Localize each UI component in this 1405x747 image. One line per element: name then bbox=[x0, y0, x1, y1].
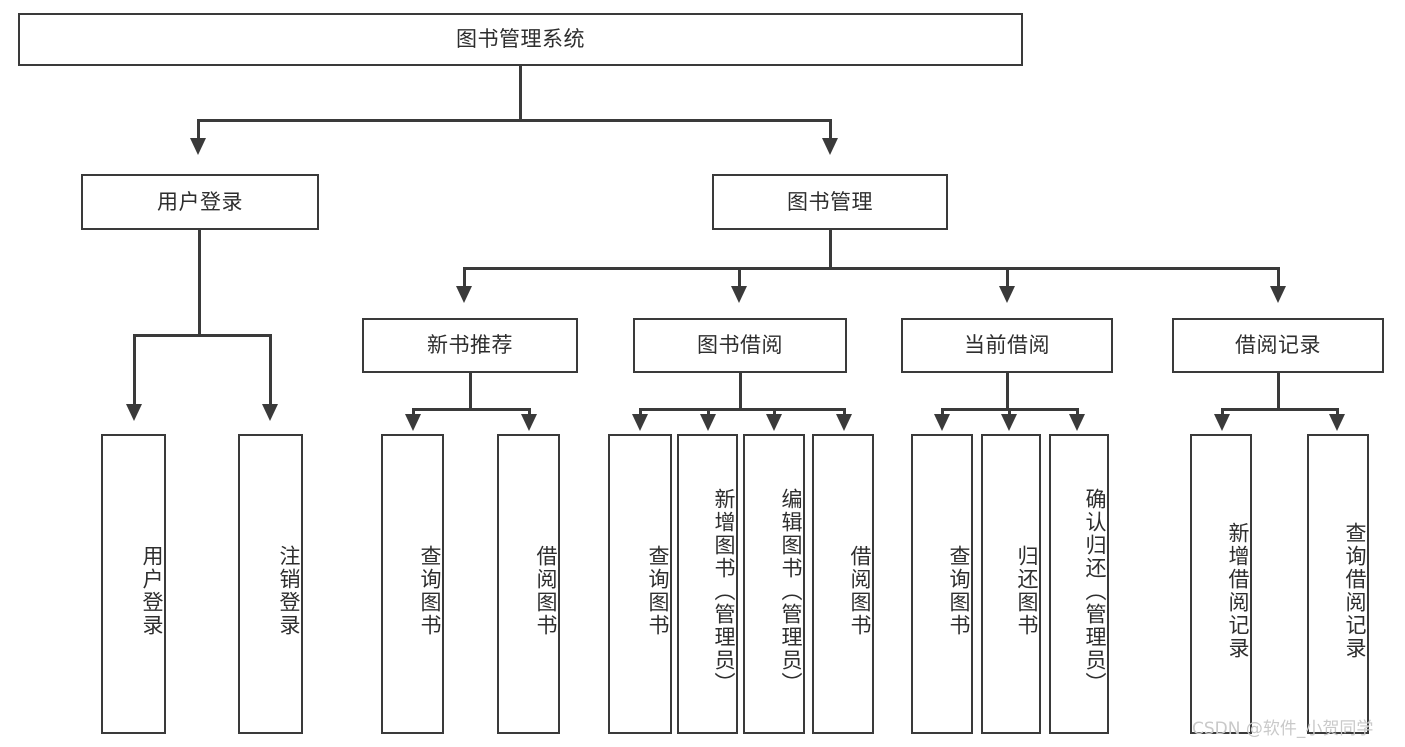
node-label: 借阅记录 bbox=[1235, 333, 1321, 358]
connector-borrow-record-bus bbox=[1221, 408, 1338, 411]
node-leaf-add-record[interactable]: 新增借阅记录 bbox=[1190, 434, 1252, 734]
node-label: 查询借阅记录 bbox=[1343, 522, 1367, 660]
arrowhead-leaf-borrow-book-1 bbox=[521, 414, 537, 431]
connector-user-login-to-leaf-1 bbox=[133, 334, 136, 406]
connector-bm-to-borrow-record bbox=[1277, 267, 1280, 289]
node-label: 查询图书 bbox=[418, 545, 442, 637]
node-label: 借阅图书 bbox=[534, 545, 558, 637]
arrowhead-book-borrow bbox=[731, 286, 747, 303]
arrowhead-leaf-query-book-2 bbox=[632, 414, 648, 431]
arrowhead-leaf-confirm-return bbox=[1069, 414, 1085, 431]
node-label: 新增借阅记录 bbox=[1226, 522, 1250, 660]
arrowhead-book-management bbox=[822, 138, 838, 155]
node-leaf-query-book-3[interactable]: 查询图书 bbox=[911, 434, 973, 734]
node-label: 查询图书 bbox=[646, 545, 670, 637]
connector-root-to-user-login bbox=[197, 119, 200, 141]
connector-current-borrow-stem bbox=[1006, 373, 1009, 411]
node-label: 图书借阅 bbox=[697, 333, 783, 358]
connector-book-borrow-stem bbox=[739, 373, 742, 411]
arrowhead-current-borrow bbox=[999, 286, 1015, 303]
node-current-borrow[interactable]: 当前借阅 bbox=[901, 318, 1113, 373]
arrowhead-leaf-add-book bbox=[700, 414, 716, 431]
arrowhead-new-book-recommend bbox=[456, 286, 472, 303]
connector-root-bus bbox=[197, 119, 832, 122]
node-label: 用户登录 bbox=[157, 189, 243, 214]
node-label: 归还图书 bbox=[1015, 545, 1039, 637]
node-label: 编辑图书（管理员） bbox=[779, 487, 803, 695]
node-leaf-edit-book[interactable]: 编辑图书（管理员） bbox=[743, 434, 805, 734]
connector-bm-to-book-borrow bbox=[738, 267, 741, 289]
arrowhead-leaf-user-login bbox=[126, 404, 142, 421]
node-leaf-query-book-1[interactable]: 查询图书 bbox=[381, 434, 444, 734]
connector-user-login-stem bbox=[198, 230, 201, 336]
node-label: 当前借阅 bbox=[964, 333, 1050, 358]
connector-book-borrow-bus bbox=[639, 408, 845, 411]
connector-root-to-book-management bbox=[829, 119, 832, 141]
node-label: 图书管理 bbox=[787, 189, 873, 214]
connector-root-stem bbox=[519, 66, 522, 121]
node-user-login[interactable]: 用户登录 bbox=[81, 174, 319, 230]
arrowhead-leaf-borrow-book-2 bbox=[836, 414, 852, 431]
connector-user-login-bus bbox=[133, 334, 271, 337]
connector-user-login-to-leaf-2 bbox=[269, 334, 272, 406]
node-book-borrow[interactable]: 图书借阅 bbox=[633, 318, 847, 373]
connector-bm-to-new-book bbox=[463, 267, 466, 289]
connector-borrow-record-stem bbox=[1277, 373, 1280, 411]
arrowhead-leaf-logout bbox=[262, 404, 278, 421]
node-leaf-user-login[interactable]: 用户登录 bbox=[101, 434, 166, 734]
node-leaf-query-book-2[interactable]: 查询图书 bbox=[608, 434, 672, 734]
node-borrow-record[interactable]: 借阅记录 bbox=[1172, 318, 1384, 373]
node-leaf-confirm-return[interactable]: 确认归还（管理员） bbox=[1049, 434, 1109, 734]
arrowhead-leaf-query-book-1 bbox=[405, 414, 421, 431]
arrowhead-leaf-return-book bbox=[1001, 414, 1017, 431]
node-label: 借阅图书 bbox=[848, 545, 872, 637]
node-root-system[interactable]: 图书管理系统 bbox=[18, 13, 1023, 66]
arrowhead-borrow-record bbox=[1270, 286, 1286, 303]
connector-new-book-stem bbox=[469, 373, 472, 411]
node-new-book-recommend[interactable]: 新书推荐 bbox=[362, 318, 578, 373]
node-leaf-borrow-book-2[interactable]: 借阅图书 bbox=[812, 434, 874, 734]
node-label: 新增图书（管理员） bbox=[712, 487, 736, 695]
node-book-management[interactable]: 图书管理 bbox=[712, 174, 948, 230]
node-leaf-add-book[interactable]: 新增图书（管理员） bbox=[677, 434, 738, 734]
arrowhead-leaf-query-record bbox=[1329, 414, 1345, 431]
arrowhead-leaf-edit-book bbox=[766, 414, 782, 431]
connector-book-management-stem bbox=[829, 230, 832, 270]
node-leaf-borrow-book-1[interactable]: 借阅图书 bbox=[497, 434, 560, 734]
node-label: 用户登录 bbox=[140, 545, 164, 637]
node-label: 确认归还（管理员） bbox=[1083, 487, 1107, 695]
arrowhead-leaf-query-book-3 bbox=[934, 414, 950, 431]
connector-new-book-bus bbox=[412, 408, 530, 411]
arrowhead-user-login bbox=[190, 138, 206, 155]
connector-book-management-bus bbox=[463, 267, 1279, 270]
node-leaf-return-book[interactable]: 归还图书 bbox=[981, 434, 1041, 734]
node-label: 新书推荐 bbox=[427, 333, 513, 358]
node-label: 图书管理系统 bbox=[456, 27, 585, 52]
node-leaf-query-record[interactable]: 查询借阅记录 bbox=[1307, 434, 1369, 734]
node-leaf-logout[interactable]: 注销登录 bbox=[238, 434, 303, 734]
arrowhead-leaf-add-record bbox=[1214, 414, 1230, 431]
node-label: 注销登录 bbox=[277, 545, 301, 637]
connector-bm-to-current-borrow bbox=[1006, 267, 1009, 289]
node-label: 查询图书 bbox=[947, 545, 971, 637]
